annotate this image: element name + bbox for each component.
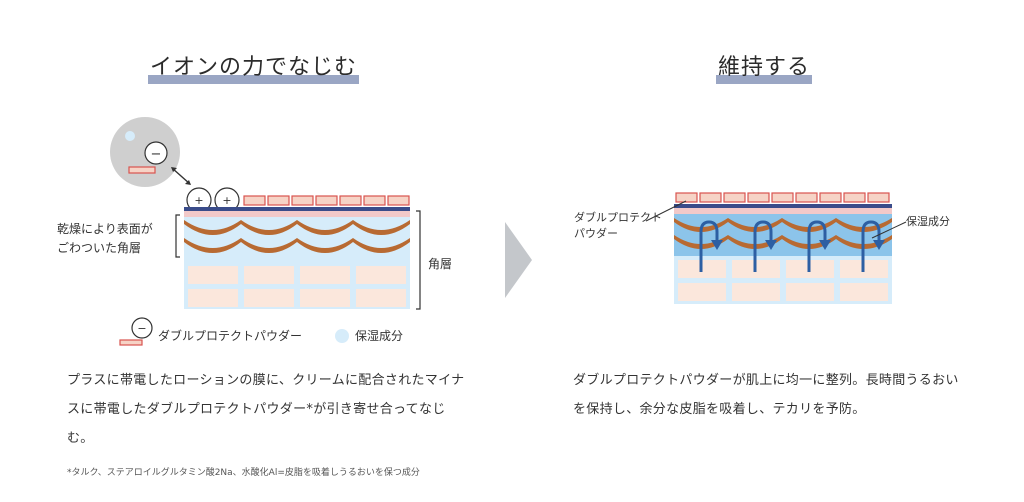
bracket-stratum: [416, 210, 421, 310]
left-title-text: イオンの力でなじむ: [150, 55, 358, 80]
legend-moisture-swatch: [335, 329, 349, 343]
legend-minus-icon: [131, 317, 153, 339]
transition-arrow: [505, 222, 532, 298]
legend-moisture-label: 保湿成分: [355, 329, 404, 343]
plus-sign: +: [194, 194, 203, 207]
right-title-text: 維持する: [718, 55, 811, 80]
retention-arrowheads: [711, 240, 885, 250]
moisture-leader-line: [871, 221, 907, 239]
right-title: 維持する: [716, 54, 813, 84]
skin-surface: [184, 211, 410, 217]
left-title: イオンの力でなじむ: [148, 54, 360, 84]
left-description: プラスに帯電したローションの膜に、クリームに配合されたマイナスに帯電したダブルプ…: [67, 373, 465, 446]
moisture-dot: [125, 131, 135, 141]
label-powder-right-line2: パウダー: [574, 227, 618, 240]
footnote: *タルク、ステアロイルグルタミン酸2Na、水酸化Al=皮脂を吸着しうるおいを保つ…: [67, 468, 420, 478]
legend-powder-swatch: [119, 339, 143, 346]
bracket-dry: [175, 214, 180, 258]
label-powder-right-line1: ダブルプロテクト: [574, 211, 662, 224]
powder-strip-right: [675, 192, 890, 203]
minus-sign: −: [151, 147, 162, 162]
label-dry-line1: 乾燥により表面が: [57, 222, 153, 236]
skin-cells-left: [188, 266, 406, 307]
powder-particle: [128, 166, 156, 174]
lotion-film-right: [674, 204, 892, 208]
lotion-film: [184, 207, 410, 211]
rough-cells-row2: [184, 238, 410, 253]
attraction-arrow: [171, 167, 191, 185]
label-moisture-right: 保湿成分: [906, 215, 950, 228]
attraction-arrowheads: [171, 167, 191, 185]
label-dry-surface: 乾燥により表面が ごわついた角層: [57, 220, 153, 258]
smooth-cells-row2: [674, 235, 892, 249]
powder-strip-left: [243, 195, 410, 206]
label-stratum: 角層: [428, 257, 453, 271]
rough-cells-row1: [184, 220, 410, 235]
legend-minus-sign: −: [137, 322, 146, 335]
right-description: ダブルプロテクトパウダーが肌上に均一に整列。長時間うるおいを保持し、余分な皮脂を…: [573, 373, 959, 417]
right-diagram: [645, 192, 907, 304]
plus-sign: +: [222, 194, 231, 207]
powder-leader-line: [645, 200, 687, 222]
retention-arrows: [699, 220, 881, 272]
minus-ion-icon: [144, 141, 168, 165]
smooth-cells-row1: [674, 218, 892, 232]
label-dry-line2: ごわついた角層: [57, 241, 142, 255]
left-diagram: − + +: [110, 117, 421, 346]
skin-surface-right: [674, 208, 892, 214]
legend-powder-label: ダブルプロテクトパウダー: [158, 329, 303, 343]
label-powder-right: ダブルプロテクト パウダー: [574, 210, 662, 242]
